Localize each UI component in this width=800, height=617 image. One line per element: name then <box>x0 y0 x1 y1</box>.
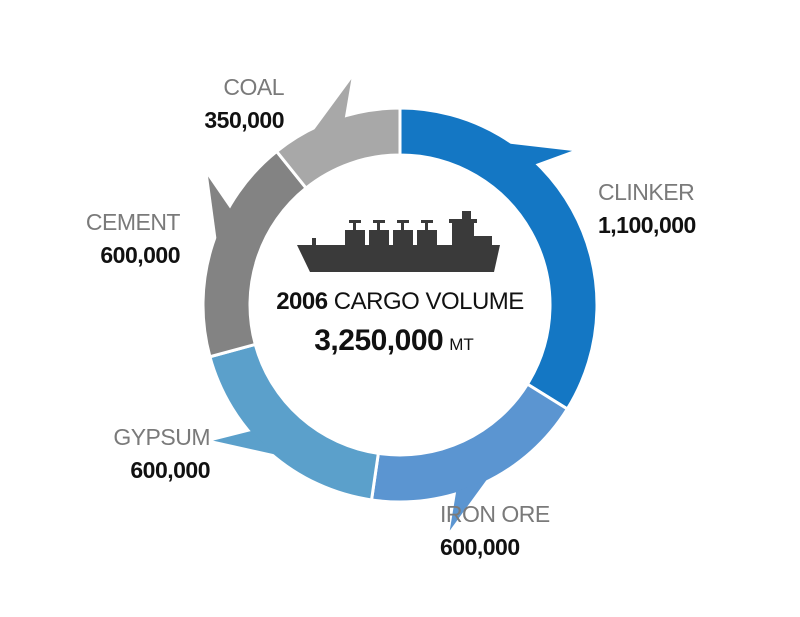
label-gypsum: GYPSUM <box>113 424 210 450</box>
label-clinker: CLINKER <box>598 179 694 205</box>
center-title: 2006 CARGO VOLUME <box>276 288 524 315</box>
center-total: 3,250,000 <box>314 324 443 357</box>
label-iron-ore: IRON ORE <box>440 501 550 527</box>
pointer-cement <box>208 176 231 240</box>
cargo-ship-icon <box>297 211 500 272</box>
center-unit: MT <box>449 335 474 354</box>
value-coal: 350,000 <box>204 107 284 133</box>
segment-cement <box>201 149 309 359</box>
segment-coal <box>274 106 402 191</box>
segment-iron-ore <box>369 382 570 504</box>
pointer-coal <box>313 79 352 131</box>
segment-gypsum <box>208 342 381 502</box>
label-coal: COAL <box>223 74 284 100</box>
center-year: 2006 <box>276 288 328 315</box>
value-iron-ore: 600,000 <box>440 534 520 560</box>
center-total-line: 3,250,000 MT <box>314 324 474 357</box>
label-cement: CEMENT <box>86 209 181 235</box>
value-cement: 600,000 <box>100 242 180 268</box>
center-label: CARGO VOLUME <box>334 288 524 315</box>
value-gypsum: 600,000 <box>130 457 210 483</box>
pointer-iron-ore <box>449 479 487 531</box>
pointer-clinker <box>509 143 573 165</box>
pointer-gypsum <box>213 431 275 455</box>
value-clinker: 1,100,000 <box>598 212 696 238</box>
chart-center: 2006 CARGO VOLUME 3,250,000 MT <box>276 211 524 357</box>
